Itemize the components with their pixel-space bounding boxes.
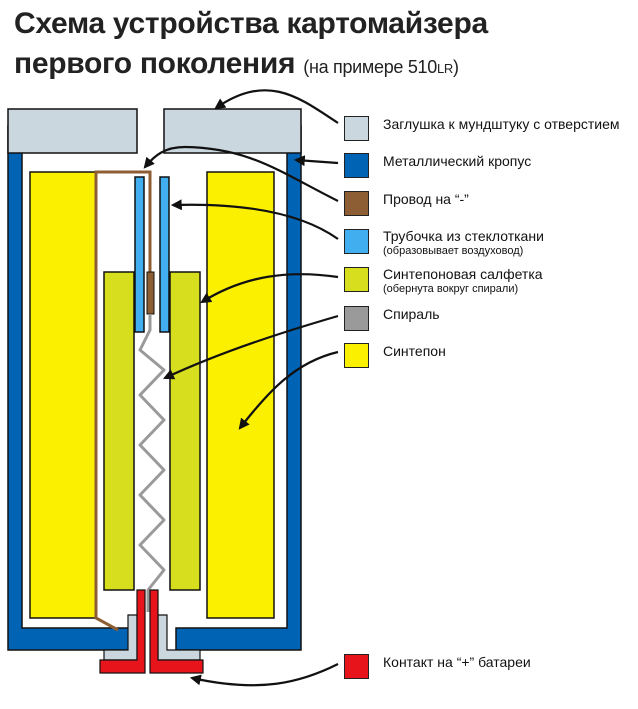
positive-contact-left: [99, 589, 146, 674]
legend-label-coil-text: Спираль: [383, 306, 440, 322]
legend-swatch-cap: [344, 116, 369, 141]
legend-item-wire: Провод на “-”: [344, 191, 469, 216]
legend-label-cap: Заглушка к мундштуку с отверстием: [383, 116, 620, 133]
legend-label-filler-text: Синтепон: [383, 343, 446, 359]
legend-swatch-contact: [344, 654, 369, 679]
legend-item-pad: Синтепоновая салфетка (обернута вокруг с…: [344, 266, 543, 296]
legend-label-cap-text: Заглушка к мундштуку с отверстием: [383, 116, 620, 132]
pad-left: [103, 271, 135, 591]
legend-item-contact: Контакт на “+” батареи: [344, 654, 531, 679]
legend-label-wire: Провод на “-”: [383, 191, 469, 208]
title-line-2-text: первого поколения: [14, 47, 296, 80]
legend-swatch-filler: [344, 343, 369, 368]
filler-left: [29, 171, 97, 619]
legend-label-coil: Спираль: [383, 306, 440, 323]
arrow-to-contact: [189, 663, 339, 687]
arrow-to-filler: [238, 350, 339, 430]
arrow-to-cap: [214, 89, 339, 124]
arrow-to-coil: [163, 314, 339, 380]
coil-spiral: [138, 314, 166, 612]
legend-swatch-coil: [344, 306, 369, 331]
diagram-title: Схема устройства картомайзера первого по…: [14, 4, 488, 89]
legend-swatch-wire: [344, 191, 369, 216]
legend-label-tube-text: Трубочка из стеклоткани: [383, 228, 544, 244]
legend-item-filler: Синтепон: [344, 343, 446, 368]
legend-label-wire-text: Провод на “-”: [383, 191, 469, 207]
mouthpiece-cap-right: [163, 108, 302, 154]
legend-note-pad: (обернута вокруг спирали): [383, 283, 519, 295]
arrow-to-pad: [200, 273, 339, 304]
legend-item-cap: Заглушка к мундштуку с отверстием: [344, 116, 620, 141]
subtitle-text: (на примере 510: [303, 57, 437, 77]
legend-item-coil: Спираль: [344, 306, 440, 331]
mouthpiece-cap-left: [7, 108, 138, 154]
legend-label-pad: Синтепоновая салфетка (обернута вокруг с…: [383, 266, 543, 296]
legend-label-pad-text: Синтепоновая салфетка: [383, 266, 543, 282]
arrow-to-wire: [143, 145, 339, 202]
negative-wire-end: [146, 271, 155, 315]
pad-right: [169, 271, 201, 591]
legend-item-body: Металлический кропус: [344, 153, 531, 178]
subtitle-model-suffix: LR: [436, 61, 453, 76]
positive-contact-right: [149, 589, 204, 674]
legend-label-contact: Контакт на “+” батареи: [383, 654, 531, 671]
glass-tube-left: [134, 176, 145, 333]
title-line-1: Схема устройства картомайзера: [14, 7, 488, 40]
legend-swatch-body: [344, 153, 369, 178]
legend-item-tube: Трубочка из стеклоткани (образовывает во…: [344, 228, 544, 258]
filler-right: [206, 171, 275, 619]
title-subtitle: (на примере 510LR): [303, 57, 459, 77]
title-line-2: первого поколения (на примере 510LR): [14, 44, 488, 89]
arrow-to-body: [293, 155, 339, 167]
legend-note-tube: (образовывает воздуховод): [383, 245, 524, 257]
subtitle-close: ): [453, 57, 459, 77]
legend-label-filler: Синтепон: [383, 343, 446, 360]
callout-arrows: [143, 89, 339, 687]
legend-swatch-pad: [344, 267, 369, 292]
negative-wire: [94, 170, 152, 632]
glass-tube-right: [159, 176, 170, 333]
legend-label-contact-text: Контакт на “+” батареи: [383, 654, 531, 670]
legend-swatch-tube: [344, 229, 369, 254]
arrow-to-tube: [170, 199, 339, 240]
legend-label-body-text: Металлический кропус: [383, 153, 532, 169]
legend-label-body: Металлический кропус: [383, 153, 531, 170]
legend-label-tube: Трубочка из стеклоткани (образовывает во…: [383, 228, 544, 258]
